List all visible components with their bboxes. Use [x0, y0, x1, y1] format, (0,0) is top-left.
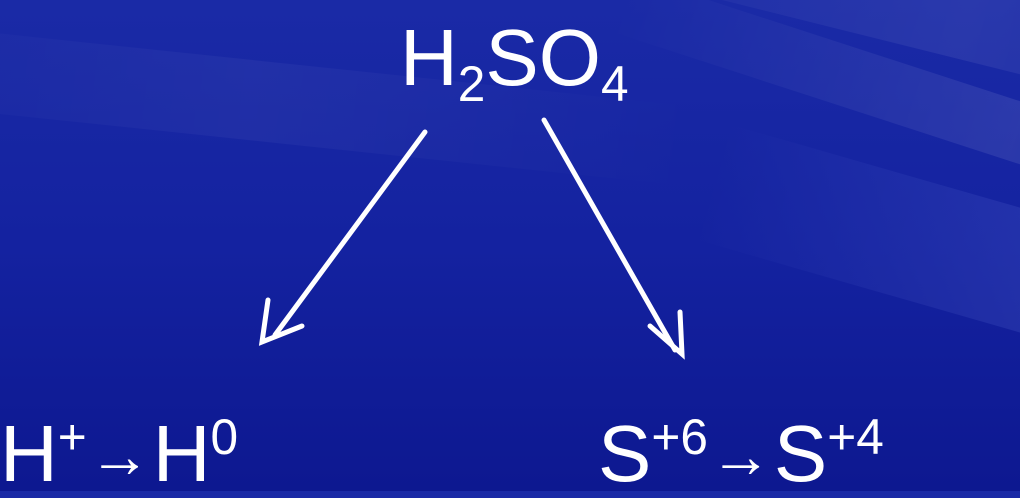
arrowhead-sulfur	[647, 309, 685, 360]
acid-o-subscript: 4	[600, 55, 629, 112]
sulfur-from-charge: +6	[651, 408, 708, 465]
hydrogen-from-charge: +	[57, 408, 87, 465]
sulfur-to-charge: +4	[827, 408, 884, 465]
sulfur-reduction: S+6→S+4	[598, 412, 884, 494]
reaction-arrow: →	[709, 422, 772, 491]
hydrogen-to-charge: 0	[210, 408, 239, 465]
acid-h: H	[400, 13, 458, 102]
sulfur-from: S	[598, 409, 652, 498]
sulfur-to: S	[773, 409, 828, 498]
reaction-arrow: →	[88, 422, 151, 491]
acid-h-subscript: 2	[457, 55, 486, 112]
arrow-to-sulfur	[541, 117, 678, 353]
hydrogen-to: H	[152, 409, 211, 498]
arrow-to-hydrogen	[272, 129, 428, 338]
arrowhead-hydrogen	[258, 297, 305, 346]
acid-so: SO	[485, 13, 601, 102]
sulfuric-acid-formula: H2SO4	[400, 18, 629, 109]
hydrogen-from: H	[0, 409, 58, 498]
hydrogen-reduction: H+→H0	[0, 412, 238, 494]
